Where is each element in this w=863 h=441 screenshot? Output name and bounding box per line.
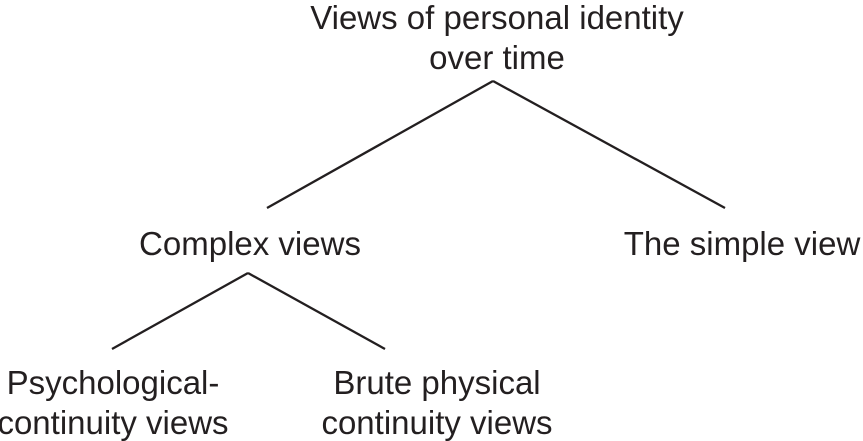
node-psychological-continuity: Psychological- continuity views [0, 363, 229, 441]
node-psychological-line2: continuity views [0, 404, 229, 441]
branch-root-to-simple-view [492, 79, 726, 210]
node-complex-views-label: Complex views [139, 225, 361, 262]
node-simple-view-label: The simple view [623, 225, 861, 262]
node-simple-view: The simple view [624, 224, 861, 264]
node-brute-physical-line2: continuity views [321, 404, 553, 441]
node-root: Views of personal identity over time [310, 0, 684, 78]
node-complex-views: Complex views [139, 224, 361, 264]
node-brute-physical-line1: Brute physical [333, 364, 541, 401]
node-root-line1: Views of personal identity [310, 0, 684, 36]
node-psychological-line1: Psychological- [6, 364, 220, 401]
node-brute-physical-continuity: Brute physical continuity views [321, 363, 552, 441]
branch-complex-to-psychological [111, 271, 249, 351]
node-root-line2: over time [429, 39, 565, 76]
branch-root-to-complex-views [266, 79, 494, 210]
branch-complex-to-brute-physical [247, 271, 386, 351]
